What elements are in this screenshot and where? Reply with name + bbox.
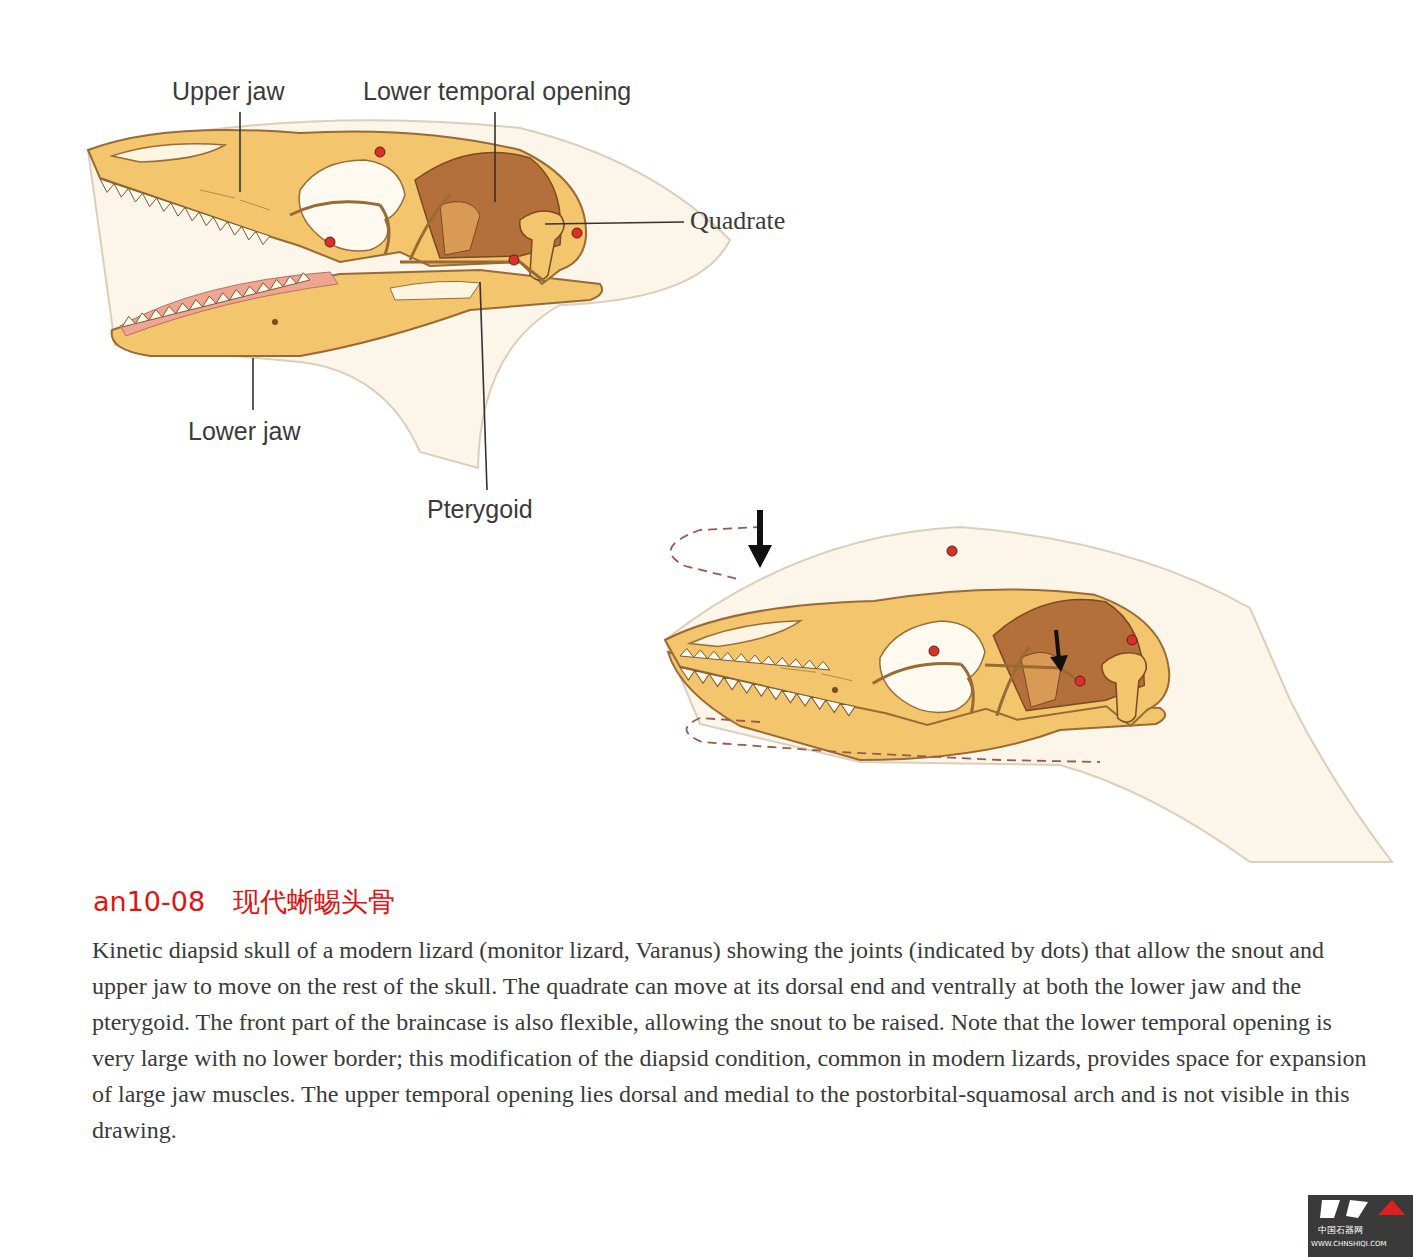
figure-title: an10-08 现代蜥蜴头骨 bbox=[93, 884, 395, 920]
watermark: WWW.CHNSHIQI.COM bbox=[1311, 1240, 1387, 1248]
part-label: Pterygoid bbox=[427, 495, 533, 524]
teeth bbox=[122, 273, 310, 327]
part-label: Lower temporal opening bbox=[363, 77, 631, 106]
part-label: Upper jaw bbox=[172, 77, 285, 106]
teeth bbox=[680, 649, 830, 670]
part-label: Quadrate bbox=[690, 206, 785, 236]
teeth bbox=[100, 179, 270, 245]
part-label: Lower jaw bbox=[188, 417, 301, 446]
figure-caption: Kinetic diapsid skull of a modern lizard… bbox=[92, 932, 1367, 1148]
watermark: 中国石器网 bbox=[1318, 1224, 1363, 1237]
